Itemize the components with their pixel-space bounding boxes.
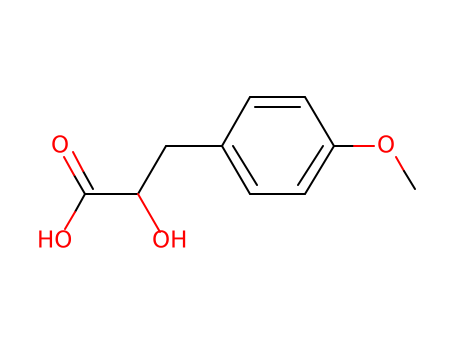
methoxy-group (333, 145, 416, 190)
carbonyl-double-bond-a-black (73, 174, 86, 195)
ring-bond-6 (221, 96, 251, 147)
side-chain (63, 145, 223, 233)
methoxy-oxygen-label: O (377, 133, 395, 159)
ring-bond-5 (221, 145, 251, 195)
alpha-hydroxyl-bond (137, 193, 161, 233)
carbonyl-double-bond-a-red (63, 156, 75, 176)
methyl-oxygen-bond-red (395, 156, 405, 172)
ring-bond-2 (304, 96, 335, 147)
acid-hydroxyl-label: HO (37, 228, 72, 254)
ring-bond-3-inner (297, 145, 324, 186)
acid-hydroxyl-bond-red (64, 211, 76, 230)
carbonyl-double-bond-b-red (72, 151, 84, 172)
acid-hydroxyl-bond-black (74, 193, 86, 213)
methyl-oxygen-bond-black (403, 170, 416, 190)
carbonyl-oxygen-label: O (51, 133, 69, 159)
ring-bond-5-inner (232, 145, 258, 186)
alpha-carbon-bond (137, 145, 167, 195)
alpha-hydroxyl-label: OH (152, 228, 187, 254)
ring-bond-3 (304, 145, 335, 195)
benzene-ring (221, 96, 335, 195)
carbonyl-double-bond-b-black (82, 170, 94, 190)
